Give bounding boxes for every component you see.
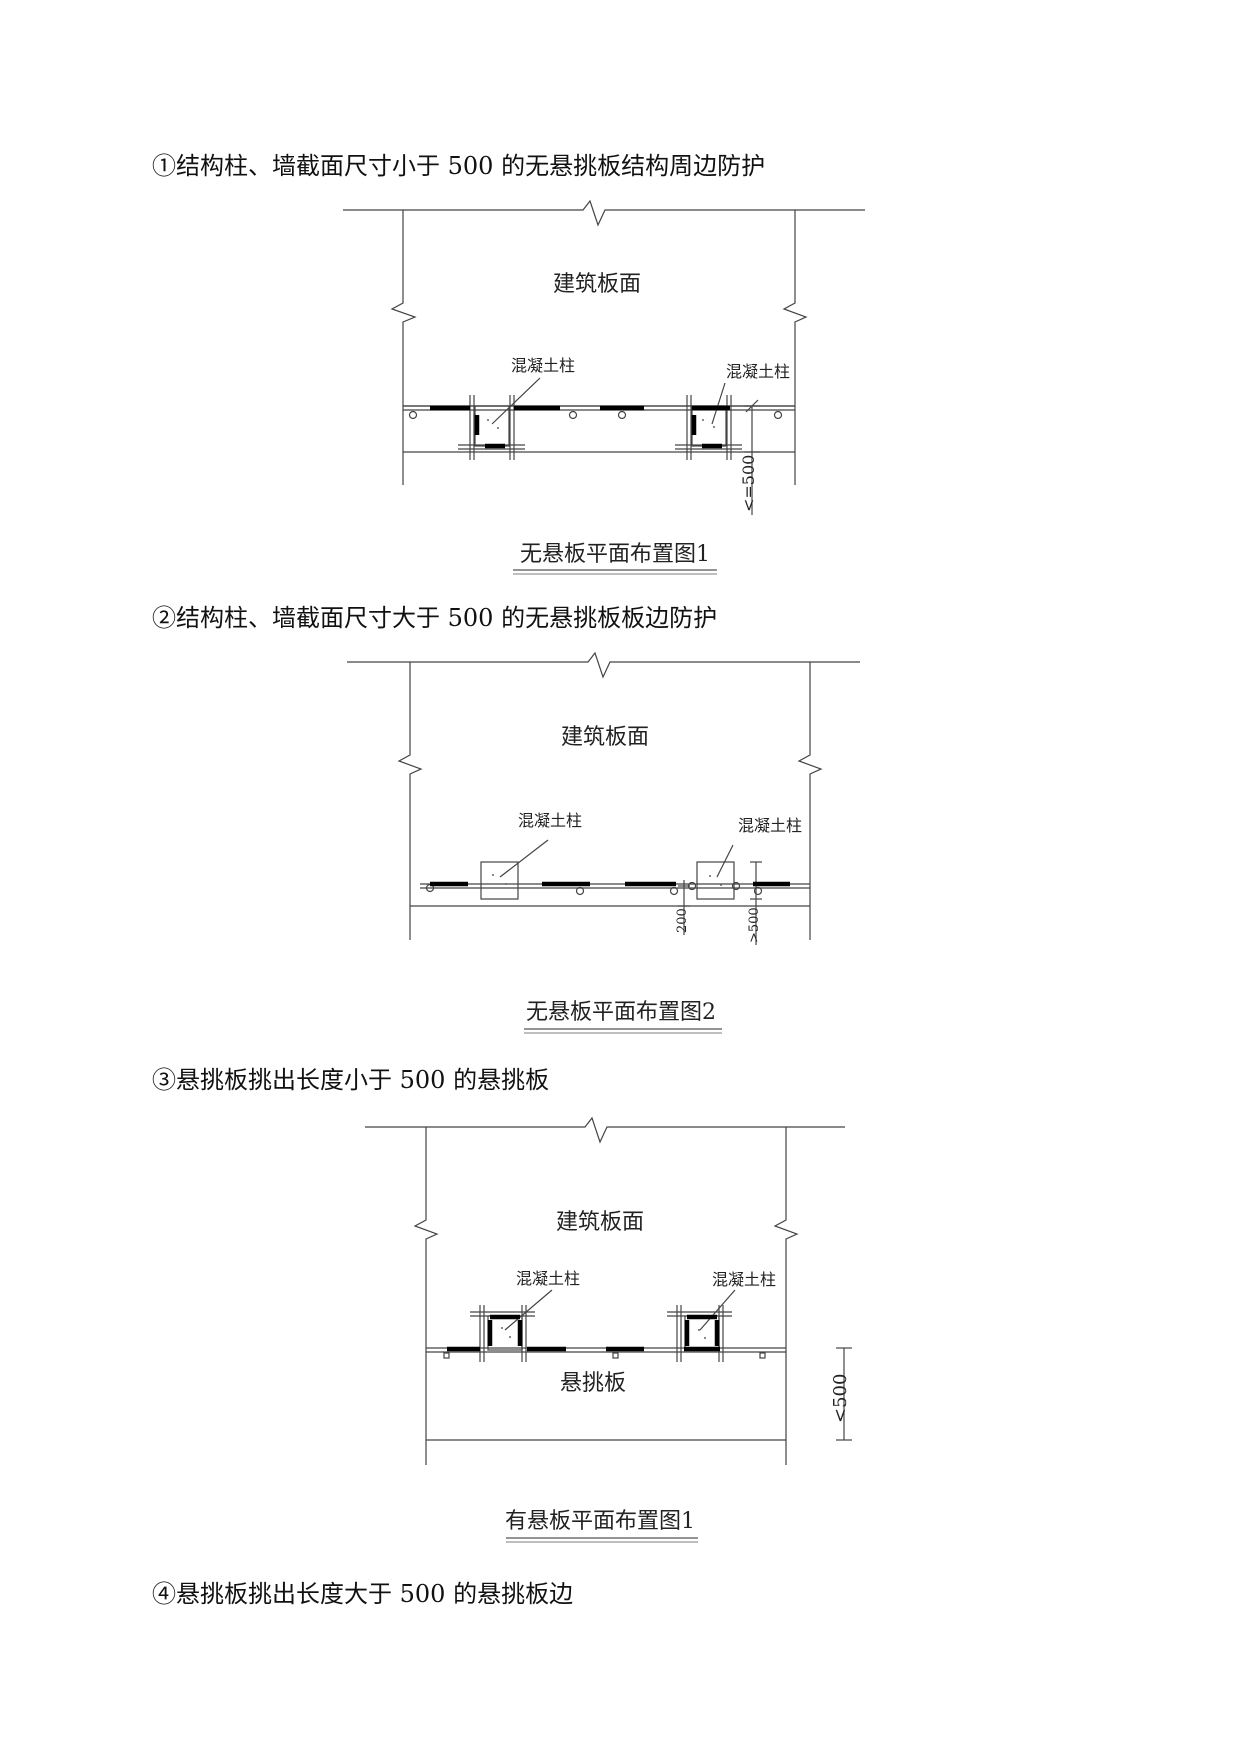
wall-left: [390, 210, 417, 485]
figure-caption: 无悬板平面布置图1: [520, 542, 710, 567]
column-box-right: [691, 405, 727, 447]
section-heading-1: ①结构柱、墙截面尺寸小于 500 的无悬挑板结构周边防护: [152, 152, 766, 180]
column-box-left: [487, 1315, 523, 1351]
leader-right: [716, 844, 734, 878]
section-heading-3: ③悬挑板挑出长度小于 500 的悬挑板: [152, 1066, 550, 1094]
dimension-label: <=500: [739, 455, 758, 512]
break-line-top: [343, 200, 865, 227]
column-box-right: [684, 1315, 720, 1351]
slab-label: 建筑板面: [553, 272, 641, 297]
column-label-right: 混凝土柱: [712, 1270, 776, 1289]
break-line-top: [347, 651, 860, 679]
toe-boards: [447, 1314, 720, 1352]
figure-2-drawing: 建筑板面 混凝土柱 混凝土柱 200 >500 无悬板平面布置图2: [347, 651, 860, 1034]
figure-1-drawing: 建筑板面 混凝土柱 混凝土柱 <=500 无悬板平面布置图1: [343, 200, 865, 575]
figure-1: 建筑板面 混凝土柱 混凝土柱 <=500 无悬板平面布置图1: [0, 200, 1241, 600]
column-label-left: 混凝土柱: [518, 811, 582, 830]
leader-left: [499, 839, 549, 878]
figure-caption: 有悬板平面布置图1: [505, 1509, 695, 1534]
column-label-left: 混凝土柱: [511, 356, 575, 375]
section-heading-4: ④悬挑板挑出长度大于 500 的悬挑板边: [152, 1580, 574, 1608]
break-line-top: [365, 1116, 845, 1144]
column-label-right: 混凝土柱: [726, 362, 790, 381]
figure-3: 建筑板面 混凝土柱 混凝土柱 悬挑板 <500 有悬板平面布置图1: [0, 1110, 1241, 1560]
column-label-left: 混凝土柱: [516, 1269, 580, 1288]
slab-label: 建筑板面: [556, 1210, 644, 1235]
column-box-left: [480, 861, 519, 900]
figure-caption: 无悬板平面布置图2: [526, 1000, 716, 1025]
leader-left: [491, 377, 541, 425]
dimension-label-a: 200: [675, 908, 690, 933]
column-box-right: [696, 861, 735, 900]
wall-left: [413, 1127, 439, 1465]
wall-left: [397, 662, 423, 940]
cantilever-label: 悬挑板: [560, 1371, 626, 1396]
section-heading-2: ②结构柱、墙截面尺寸大于 500 的无悬挑板板边防护: [152, 604, 718, 632]
leader-right: [699, 1289, 736, 1331]
figure-3-drawing: 建筑板面 混凝土柱 混凝土柱 悬挑板 <500 有悬板平面布置图1: [365, 1116, 852, 1543]
leader-right: [711, 382, 726, 425]
wall-right: [773, 1127, 799, 1465]
wall-right: [797, 662, 823, 940]
leader-left: [504, 1289, 553, 1331]
dimension-label: <500: [830, 1374, 851, 1423]
wall-right: [782, 210, 808, 485]
column-label-right: 混凝土柱: [738, 816, 802, 835]
slab-label: 建筑板面: [561, 725, 649, 750]
toe-boards: [430, 405, 730, 449]
dimension-label-b: >500: [747, 907, 762, 943]
figure-2: 建筑板面 混凝土柱 混凝土柱 200 >500 无悬板平面布置图2: [0, 650, 1241, 1050]
